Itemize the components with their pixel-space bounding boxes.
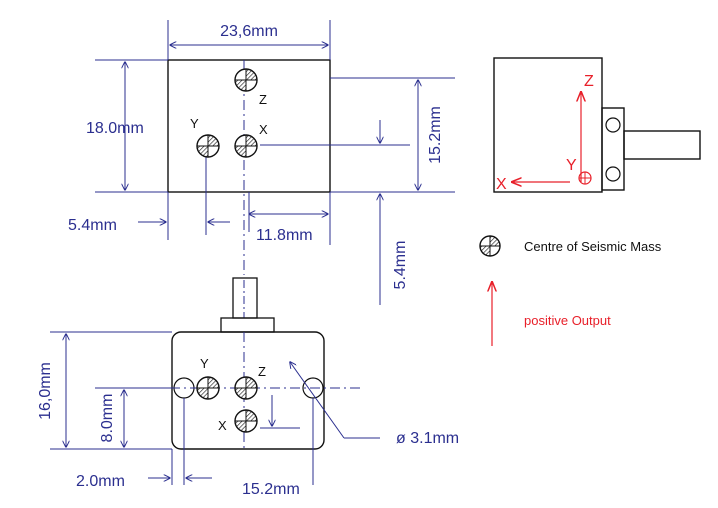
bottom-com-symbol-z	[234, 376, 258, 400]
legend-centre-label: Centre of Seismic Mass	[524, 239, 662, 254]
top-axis-y: Y	[190, 116, 199, 131]
com-symbol-z	[234, 68, 258, 92]
hole-leader-diag	[290, 362, 345, 439]
y-out-of-plane-symbol	[578, 171, 592, 185]
side-axis-z: Z	[584, 73, 594, 90]
legend-com-symbol	[479, 235, 501, 257]
legend: Centre of Seismic Mass positive Output	[479, 235, 662, 346]
bottom-com-symbol-x	[234, 409, 258, 433]
bottom-stud-base	[220, 317, 275, 333]
mount-hole-top	[605, 117, 621, 133]
top-view: 23,6mm 18.0mm 15.2mm 5.4mm 11.8mm 5.4mm …	[68, 20, 455, 305]
bottom-axis-x: X	[218, 418, 227, 433]
bottom-height-label: 16,0mm	[37, 362, 54, 420]
top-axis-x: X	[259, 122, 268, 137]
mount-hole-bottom	[605, 166, 621, 182]
hole-diameter-label: ø 3.1mm	[396, 430, 459, 447]
bottom-axis-z: Z	[258, 364, 266, 379]
com-symbol-x	[234, 134, 258, 158]
top-x-offset-label: 11.8mm	[256, 227, 313, 244]
bottom-width-label: 15.2mm	[242, 481, 300, 498]
com-symbol-y	[196, 134, 220, 158]
side-axis-y: Y	[566, 157, 577, 174]
connector-cable	[623, 130, 701, 160]
top-right-label: 15.2mm	[427, 106, 444, 164]
top-width-label: 23,6mm	[220, 23, 278, 40]
top-left-offset-label: 5.4mm	[68, 217, 117, 234]
connector-flange	[601, 107, 625, 191]
side-view: Z Y X	[493, 57, 701, 193]
bottom-left-offset-label: 2.0mm	[76, 473, 125, 490]
bottom-view-body	[171, 331, 325, 450]
top-vertical-offset-label: 5.4mm	[392, 241, 409, 290]
bottom-com-symbol-y	[196, 376, 220, 400]
side-axis-x: X	[496, 176, 507, 193]
bottom-stud	[232, 277, 258, 319]
bottom-half-height-label: 8.0mm	[99, 394, 116, 443]
bottom-view: 16,0mm 8.0mm 2.0mm 15.2mm ø 3.1mm Y Z X	[37, 277, 459, 498]
top-axis-z: Z	[259, 92, 267, 107]
legend-output-label: positive Output	[524, 313, 611, 328]
bottom-axis-y: Y	[200, 356, 209, 371]
top-height-label: 18.0mm	[86, 120, 144, 137]
